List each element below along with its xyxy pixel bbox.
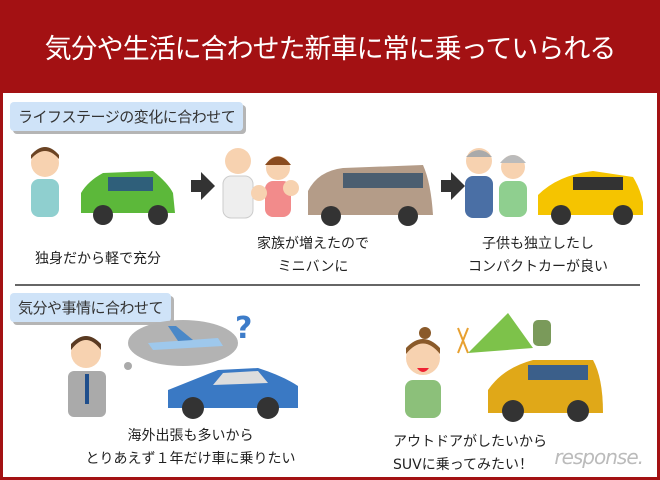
page-title: 気分や生活に合わせた新車に常に乗っていられる [44, 34, 617, 65]
business-trip-illustration: ? [68, 311, 298, 419]
scene-caption-business: 海外出張も多いからとりあえず１年だけ車に乗りたい [85, 428, 296, 467]
stage-caption-senior: 子供も独立したしコンパクトカーが良い [468, 236, 608, 275]
thought-bubble-airplane [124, 320, 238, 370]
woman-illustration [405, 327, 441, 418]
section-label-life-stage: ライフステージの変化に合わせて [10, 102, 244, 131]
compact-car-yellow-illustration [538, 171, 643, 225]
sedan-blue-illustration [168, 368, 298, 419]
family-illustration [222, 148, 299, 219]
arrow-right-icon [191, 172, 215, 200]
watermark-logo: response. [554, 445, 644, 469]
arrow-right-icon [441, 172, 465, 200]
camping-gear-illustration [457, 313, 551, 354]
businessman-illustration [68, 336, 106, 417]
kei-car-green-illustration [81, 171, 175, 225]
outdoor-illustration [405, 313, 603, 422]
content-panel: ライフステージの変化に合わせて 独身だから軽で充分 家族が増えたのでミニバンに … [3, 93, 657, 477]
single-man-illustration [31, 147, 59, 217]
suv-yellow-illustration [488, 360, 603, 422]
minivan-illustration [308, 165, 433, 226]
stage-caption-family: 家族が増えたのでミニバンに [257, 236, 369, 275]
stage-caption-single: 独身だから軽で充分 [35, 251, 161, 267]
question-mark-icon: ? [235, 311, 252, 346]
life-stage-illustrations [31, 147, 643, 226]
section-label-mood: 気分や事情に合わせて [10, 293, 172, 322]
section-divider [15, 284, 640, 286]
elderly-couple-illustration [465, 148, 527, 218]
